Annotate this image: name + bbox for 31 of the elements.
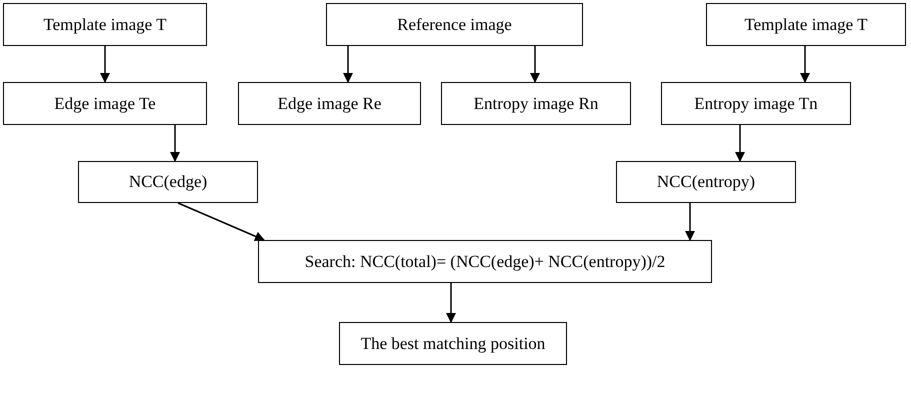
- box-label: Template image T: [744, 14, 868, 34]
- arrow: [100, 46, 110, 83]
- box-label: Reference image: [397, 14, 512, 34]
- process-box: [258, 240, 712, 283]
- box-label: Entropy image Tn: [694, 94, 818, 114]
- process-box: [326, 3, 583, 46]
- box-label: NCC(entropy): [656, 172, 756, 192]
- box-label: The best matching position: [360, 334, 546, 354]
- arrow: [800, 46, 810, 83]
- arrow: [170, 125, 180, 162]
- process-box: [616, 161, 796, 203]
- box-label: Entropy image Rn: [474, 94, 598, 114]
- arrow: [685, 203, 695, 241]
- process-box: [339, 322, 567, 365]
- arrow: [343, 46, 353, 83]
- process-box: [238, 82, 421, 125]
- box-label: Search: NCC(total)= (NCC(edge)+ NCC(entropy))/2: [304, 252, 666, 272]
- arrow: [735, 125, 745, 162]
- process-box: [661, 82, 851, 125]
- process-box: [78, 161, 258, 203]
- arrow: [530, 46, 540, 83]
- process-box: [441, 82, 631, 125]
- arrow: [178, 202, 265, 242]
- process-box: [706, 3, 906, 46]
- process-box: [3, 3, 207, 46]
- box-label: Edge image Te: [54, 94, 156, 114]
- box-label: NCC(edge): [128, 172, 208, 192]
- process-box: [3, 82, 207, 125]
- box-label: Template image T: [43, 14, 167, 34]
- box-label: Edge image Re: [278, 94, 382, 114]
- arrow: [446, 283, 456, 323]
